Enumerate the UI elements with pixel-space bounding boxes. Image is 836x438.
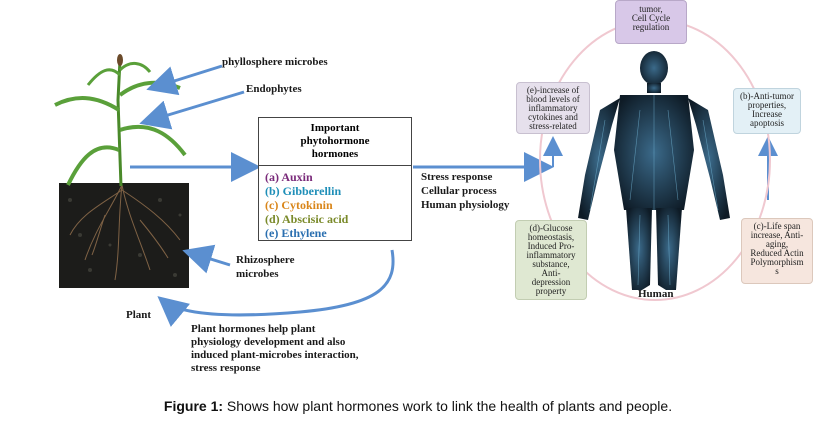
effect-d-line3: Induced Pro-: [527, 241, 575, 251]
effect-c-line4: Reduced Actin: [750, 248, 804, 258]
caption-label: Figure 1:: [163, 398, 224, 414]
roots: [69, 184, 181, 281]
effect-b-line4: apoptosis: [749, 118, 784, 128]
effect-d-line5: substance,: [532, 259, 570, 269]
hormone-abscisic-acid: (d) Abscisic acid: [265, 212, 349, 226]
hormone-title-line1: Important: [310, 122, 360, 134]
label-cellular-process: Cellular process: [421, 185, 497, 197]
arrow-feedback-curve: [157, 249, 395, 327]
label-human: Human: [638, 288, 674, 300]
rhizosphere-line1: Rhizosphere: [236, 254, 295, 266]
hormone-cytokinin: (c) Cytokinin: [265, 198, 333, 212]
effect-e-line5: stress-related: [529, 121, 577, 131]
plant-note-line2: physiology development and also: [191, 336, 346, 348]
hormone-title-line3: hormones: [311, 148, 359, 160]
effect-b-line2: properties,: [747, 100, 787, 110]
process-labels: Stress response Cellular process Human p…: [421, 170, 509, 212]
label-plant: Plant: [126, 309, 152, 321]
caption-text: Shows how plant hormones work to link th…: [223, 398, 673, 414]
effect-d: (d)-Glucose homeostasis, Induced Pro- in…: [515, 220, 587, 300]
hormone-box-title: Important phytohormone hormones: [259, 118, 411, 166]
figure-caption: Figure 1: Shows how plant hormones work …: [0, 398, 836, 414]
effect-c-line6: s: [775, 266, 779, 276]
plant-note-line3: induced plant-microbes interaction,: [191, 349, 359, 361]
effect-e-line2: blood levels of: [526, 94, 580, 104]
hormone-box: Important phytohormone hormones (a) Auxi…: [258, 117, 412, 241]
effect-c-line1: (c)-Life span: [753, 221, 801, 231]
arrow-endophytes: [139, 90, 245, 130]
label-stress-response: Stress response: [421, 171, 493, 183]
effect-c-line5: Polymorphism: [750, 257, 804, 267]
effect-d-line7: depression: [531, 277, 571, 287]
label-rhizosphere: Rhizosphere microbes: [236, 253, 294, 281]
hormone-list: (a) Auxin (b) Gibberellin (c) Cytokinin …: [259, 166, 411, 244]
plant-note-line1: Plant hormones help plant: [191, 323, 316, 335]
effect-c-line3: aging,: [765, 239, 789, 249]
effect-b-line3: Increase: [752, 109, 782, 119]
label-phyllosphere: phyllosphere microbes: [222, 56, 328, 68]
label-endophytes: Endophytes: [246, 83, 302, 95]
human-veins: [589, 95, 719, 286]
plant-note-line4: stress response: [191, 362, 261, 374]
effect-e: (e)-increase of blood levels of inflamma…: [516, 82, 590, 134]
plant-note: Plant hormones help plant physiology dev…: [191, 323, 359, 375]
effect-e-line4: cytokines and: [528, 112, 578, 122]
hormone-ethylene: (e) Ethylene: [265, 226, 327, 240]
effect-d-line8: property: [535, 286, 567, 296]
effect-b-line1: (b)-Anti-tumor: [740, 91, 794, 101]
effect-a-line3: regulation: [632, 22, 670, 32]
effect-d-line2: homeostasis,: [527, 232, 575, 242]
hormone-auxin: (a) Auxin: [265, 170, 313, 184]
effect-a: tumor, Cell Cycle regulation: [615, 0, 687, 44]
rhizosphere-line2: microbes: [236, 268, 279, 280]
effect-e-line3: inflammatory: [528, 103, 578, 113]
hormone-gibberellin: (b) Gibberellin: [265, 184, 342, 198]
effect-c: (c)-Life span increase, Anti- aging, Red…: [741, 218, 813, 284]
effect-b: (b)-Anti-tumor properties, Increase apop…: [733, 88, 801, 134]
effect-d-line1: (d)-Glucose: [529, 223, 573, 233]
effect-c-line2: increase, Anti-: [750, 230, 804, 240]
soil-texture: [68, 198, 182, 277]
effect-a-line2: Cell Cycle: [631, 13, 671, 23]
effect-e-line1: (e)-increase of: [526, 85, 580, 95]
effect-a-line1: tumor,: [639, 4, 663, 14]
arrow-phyllosphere: [146, 64, 223, 96]
label-human-physiology: Human physiology: [421, 199, 510, 211]
hormone-title-line2: phytohormone: [300, 135, 370, 147]
arrow-rhizosphere: [182, 244, 231, 274]
effect-d-line6: Anti-: [541, 268, 561, 278]
effect-d-line4: inflammatory: [526, 250, 576, 260]
